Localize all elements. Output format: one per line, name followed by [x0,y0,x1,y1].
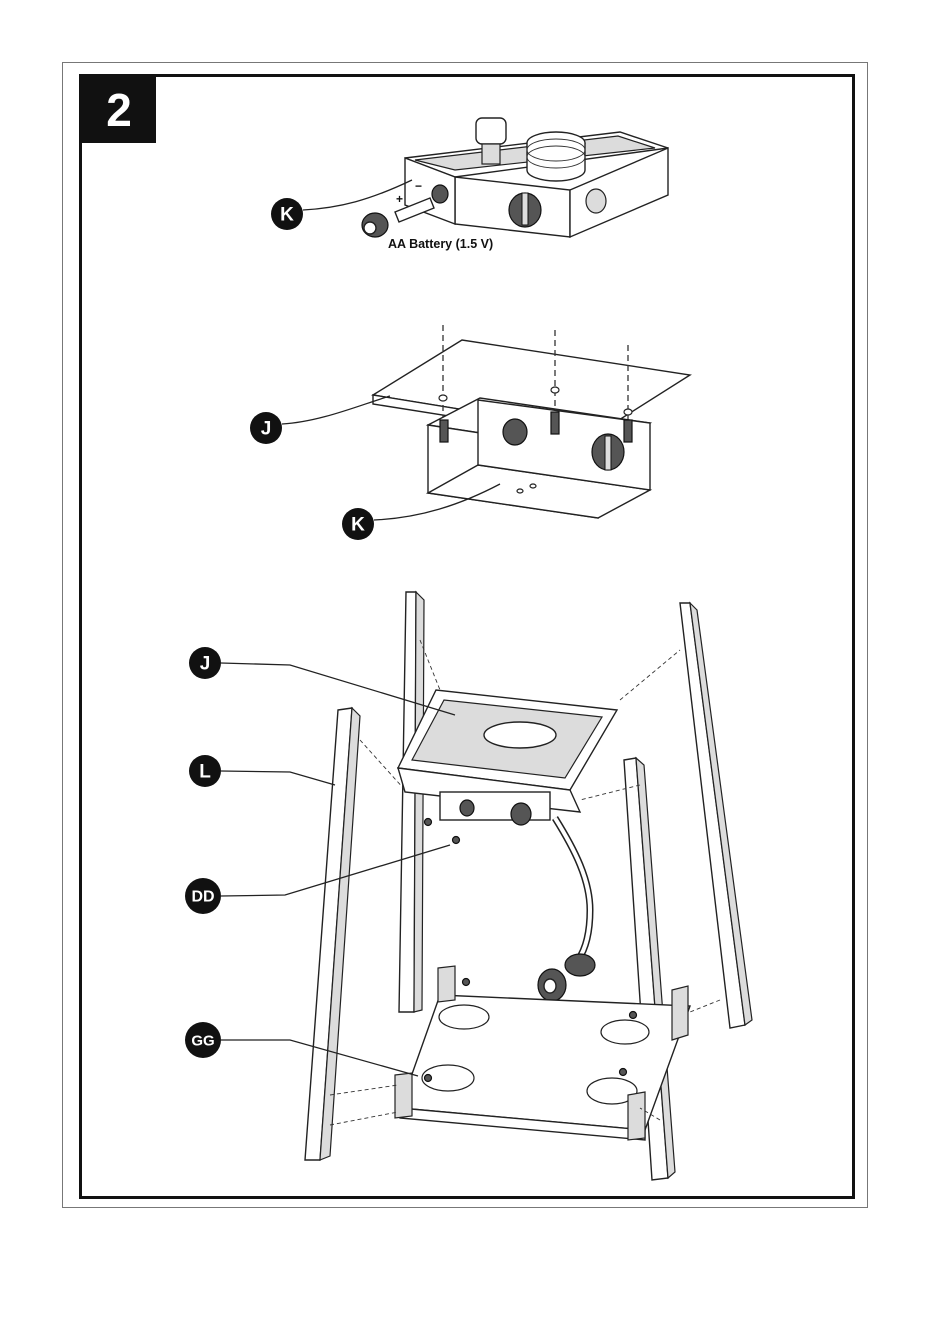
igniter-module [476,118,506,144]
polarity-plus: + [396,192,403,206]
screw-dd-2 [453,837,460,844]
shelf-bracket-front-right [628,1092,645,1140]
bolt-2 [551,412,559,434]
screw-dd-1 [425,819,432,826]
callout-gg-label: GG [191,1033,214,1050]
gas-inlet-valve [586,189,606,213]
frame-control-front [440,792,550,820]
battery-label: AA Battery (1.5 V) [388,237,493,251]
screw-gg [425,1075,432,1082]
callout-k2-label: K [351,515,365,536]
shelf-bracket-back-left [438,966,455,1002]
shelf-hole-1 [439,1005,489,1029]
screw-2 [630,1012,637,1019]
frame-knob [511,803,531,825]
frame-igniter [460,800,474,816]
screw-1 [463,979,470,986]
callout-l-label: L [199,762,211,783]
back-right-leg [680,603,745,1028]
panel-frame-assembly: J L DD GG [185,592,752,1180]
shelf-bracket-front-left [395,1073,412,1118]
igniter-button [432,185,448,203]
burner-opening [484,722,556,748]
shelf-bracket-back-right [672,986,688,1040]
back-left-leg [399,592,416,1012]
igniter-hole [503,419,527,445]
bolt-1 [440,420,448,442]
gas-hose [555,818,590,960]
panel-battery-install: K + − [271,118,668,237]
callout-k-label: K [280,205,294,226]
shelf-hole-2 [601,1020,649,1044]
regulator [565,954,595,976]
bolt-3 [624,420,632,442]
panel-plate-attach: J K [250,325,690,540]
polarity-minus: − [415,179,422,193]
igniter-base [482,144,500,164]
screw-3 [620,1069,627,1076]
callout-j3-label: J [200,654,211,675]
callout-j-label: J [261,419,272,440]
callout-dd-label: DD [191,889,214,906]
